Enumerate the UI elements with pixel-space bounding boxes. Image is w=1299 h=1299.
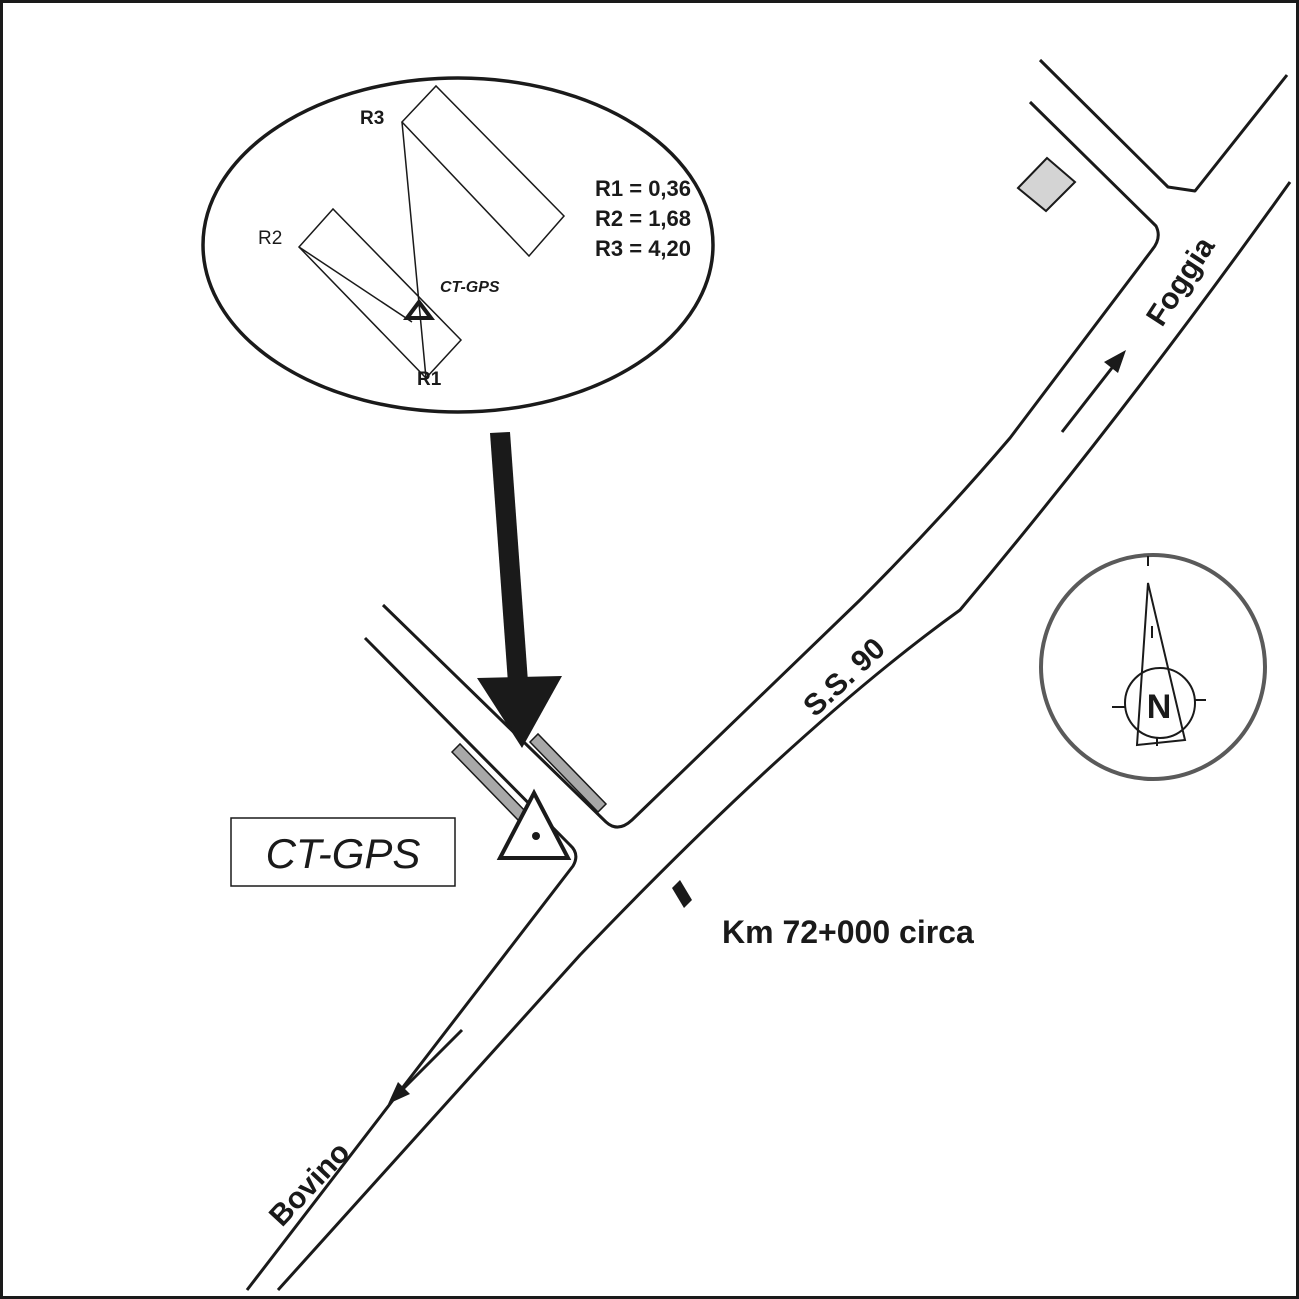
side-road-north — [1038, 58, 1289, 193]
label-r1: R1 — [417, 369, 442, 390]
km-marker-icon — [672, 880, 692, 908]
value-r3: R3 = 4,20 — [595, 236, 691, 261]
pointer-arrow-icon — [477, 432, 562, 748]
arrow-to-bovino-icon — [388, 1028, 464, 1104]
compass-north-letter: N — [1147, 688, 1172, 726]
station-label: CT-GPS — [266, 830, 421, 877]
inset-detail — [201, 76, 715, 414]
roads — [245, 58, 1292, 1292]
main-road-edge-west — [245, 636, 578, 1291]
value-r1: R1 = 0,36 — [595, 176, 691, 201]
station-label-box — [230, 817, 456, 887]
building-r3 — [400, 84, 566, 258]
station-dot — [532, 832, 540, 840]
label-station-inset: CT-GPS — [440, 279, 500, 296]
gray-strip-east — [528, 732, 608, 814]
label-r2: R2 — [258, 228, 282, 249]
station-icon-small — [403, 298, 435, 320]
north-compass-icon — [1039, 553, 1267, 781]
station-triangle-icon — [496, 788, 572, 860]
building-r2 — [297, 207, 463, 380]
value-r2: R2 = 1,68 — [595, 206, 691, 231]
building-icon — [1016, 156, 1077, 213]
arrow-to-foggia-icon — [1060, 350, 1126, 433]
main-road-edge-east — [276, 181, 1292, 1292]
label-r3: R3 — [360, 108, 384, 129]
main-road-edge-east-upper — [381, 100, 1160, 829]
km-marker-label: Km 72+000 circa — [722, 914, 974, 950]
